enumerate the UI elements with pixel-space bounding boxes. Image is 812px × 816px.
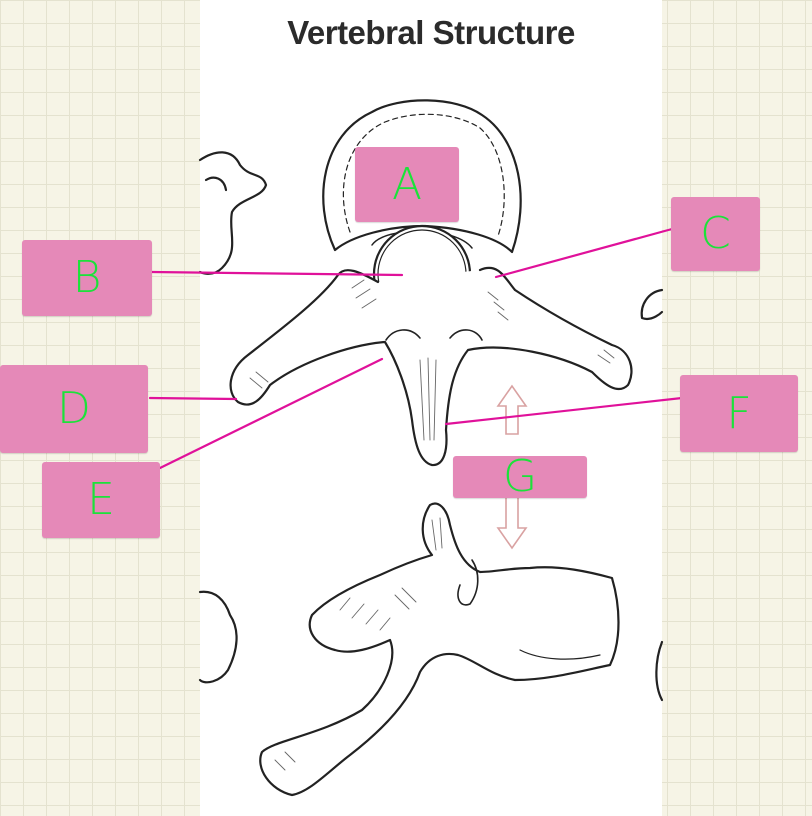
lateral-vertebra (259, 502, 620, 797)
label-B: B (22, 240, 152, 316)
posterior-arch (229, 266, 633, 467)
label-A: A (355, 147, 459, 222)
label-G: G (453, 451, 587, 502)
label-B-text: B (72, 252, 102, 303)
label-F: F (680, 375, 798, 452)
label-A-text: A (391, 158, 423, 210)
adjacent-vertebra-right-lower (655, 640, 664, 702)
leader-line-C (494, 227, 674, 279)
leader-line-E (158, 357, 384, 470)
label-D: D (0, 365, 148, 453)
adjacent-vertebra-left-lower (198, 590, 238, 684)
adjacent-vertebra-right-fragment (640, 288, 664, 320)
leader-line-D (148, 396, 238, 401)
vertebral-body-inner-rim (342, 113, 505, 237)
arrow-up (496, 384, 528, 435)
label-E: E (42, 462, 160, 538)
diagram-title: Vertebral Structure (287, 14, 575, 51)
label-C: C (671, 197, 760, 271)
label-G-text: G (502, 451, 538, 502)
motion-arrows (496, 384, 528, 550)
label-E-text: E (87, 474, 115, 525)
adjacent-vertebra-left-upper (198, 151, 268, 275)
label-F-text: F (726, 387, 752, 439)
arrow-down (496, 495, 528, 550)
leader-line-B (150, 270, 404, 277)
leader-line-F (444, 396, 684, 426)
label-C-text: C (700, 208, 731, 259)
label-D-text: D (57, 383, 91, 434)
